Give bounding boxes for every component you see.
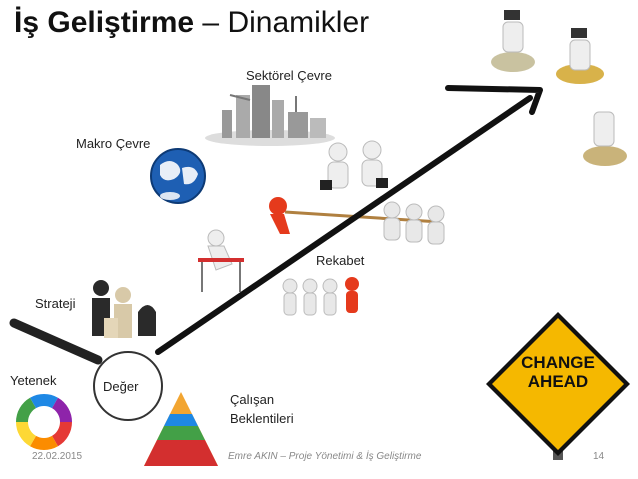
label-calisan-line1: Çalışan (230, 392, 275, 407)
footer-author: Emre AKIN – Proje Yönetimi & İş Geliştir… (228, 451, 422, 462)
runners-image (282, 277, 359, 316)
growth-arrow (155, 85, 543, 355)
label-rekabet: Rekabet (316, 253, 365, 268)
factory-image (205, 85, 335, 146)
sign-line-2: AHEAD (527, 372, 589, 391)
magnifying-glass-image (9, 318, 163, 421)
title-rest: – Dinamikler (194, 6, 370, 39)
label-deger: Değer (103, 379, 139, 394)
slide-title: İş Geliştirme – Dinamikler (14, 6, 369, 40)
footer-date: 22.02.2015 (32, 451, 83, 462)
label-calisan-beklentileri: Çalışan Beklentileri (230, 390, 294, 428)
hurdle-runner-image (198, 229, 244, 292)
money-figures-image (491, 10, 627, 166)
sign-line-1: CHANGE (521, 353, 595, 372)
maslow-pyramid-image (144, 392, 218, 466)
globe-image (150, 148, 206, 204)
page-number: 14 (593, 451, 605, 462)
sign-text: CHANGE AHEAD (520, 353, 596, 391)
chess-pieces-image (92, 280, 156, 338)
label-strateji: Strateji (35, 296, 76, 311)
tug-of-war-image (269, 197, 445, 245)
label-sektorel: Sektörel Çevre (246, 68, 332, 83)
title-bold: İş Geliştirme (14, 6, 195, 39)
puzzle-ring-image (16, 394, 72, 450)
label-calisan-line2: Beklentileri (230, 411, 294, 426)
label-makro: Makro Çevre (76, 136, 151, 151)
change-ahead-sign (486, 312, 630, 460)
handshake-figures-image (320, 140, 388, 190)
label-yetenek: Yetenek (10, 373, 57, 388)
